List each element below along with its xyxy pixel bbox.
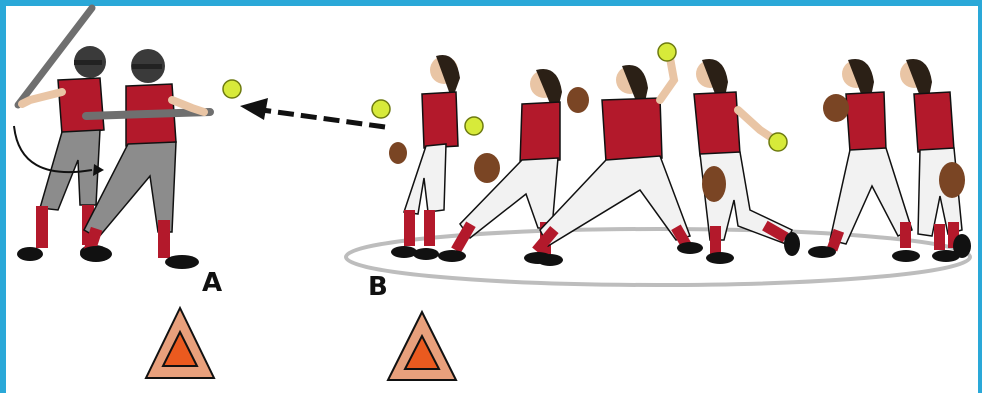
pitcher-figure-4 [694,59,800,264]
station-label-a: A [202,268,222,298]
softball-icon [769,133,787,151]
arrow-icon [262,110,385,127]
cone-icon [146,308,214,378]
cone-icon [388,312,456,380]
glove-icon [939,162,965,198]
glove-icon [567,87,589,113]
softball-icon [465,117,483,135]
glove-icon [474,153,500,183]
pitcher-figure-1 [389,55,460,260]
glove-icon [823,94,849,122]
softball-icon [223,80,241,98]
bat-icon [86,112,210,116]
softball-icon [658,43,676,61]
glove-icon [389,142,407,164]
station-label-b: B [368,272,388,302]
glove-icon [702,166,726,202]
softball-icon [372,100,390,118]
